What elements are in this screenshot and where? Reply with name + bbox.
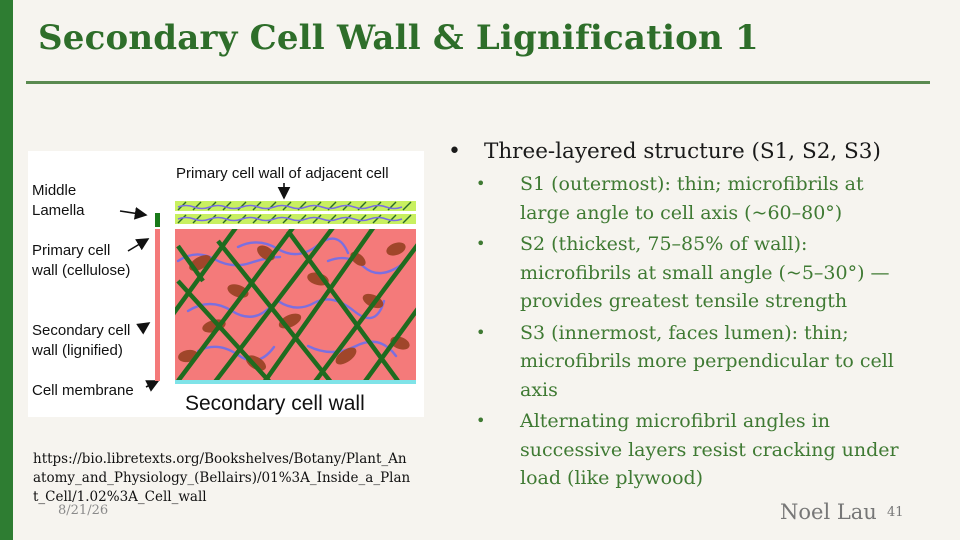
slide-author: Noel Lau <box>780 500 877 524</box>
primary-wall-band <box>175 214 416 224</box>
label-primary-1: Primary cell <box>32 242 110 259</box>
bullet-main-text: Three-layered structure (S1, S2, S3) <box>484 139 881 164</box>
bullet-list: • Three-layered structure (S1, S2, S3) •… <box>448 138 918 496</box>
bullet-dot-icon: • <box>476 322 486 342</box>
cell-membrane-line <box>175 380 416 384</box>
arrow-membrane <box>145 380 160 392</box>
bullet-main: • Three-layered structure (S1, S2, S3) <box>448 138 918 166</box>
label-middle-lamella-1: Middle <box>32 182 76 199</box>
bullet-dot-icon: • <box>448 139 461 164</box>
figure-caption: Secondary cell wall <box>185 392 365 415</box>
label-adjacent-wall: Primary cell wall of adjacent cell <box>176 165 389 182</box>
label-middle-lamella-2: Lamella <box>32 202 85 219</box>
slide-date: 8/21/26 <box>58 503 109 518</box>
cell-wall-diagram: Middle Lamella Primary cell wall (cellul… <box>28 151 424 417</box>
label-cell-membrane: Cell membrane <box>32 382 134 399</box>
arrow-middle-lamella <box>119 206 148 220</box>
label-primary-2: wall (cellulose) <box>31 262 130 279</box>
bullet-dot-icon: • <box>476 174 486 193</box>
adjacent-wall-band <box>175 201 416 211</box>
bullet-dot-icon: • <box>476 411 486 430</box>
label-secondary-1: Secondary cell <box>32 322 130 339</box>
bullet-sub-text: S1 (outermost): thin; microfibrils at la… <box>520 173 864 224</box>
arrow-primary <box>127 238 150 252</box>
bullet-sub-3: • S3 (innermost, faces lumen): thin; mic… <box>448 319 918 405</box>
slide-title: Secondary Cell Wall & Lignification 1 <box>38 18 759 58</box>
strip-secondary-segment <box>155 229 160 381</box>
bullet-sub-4: • Alternating microfibril angles in succ… <box>448 407 918 493</box>
left-accent-bar <box>0 0 13 540</box>
source-url: https://bio.libretexts.org/Bookshelves/B… <box>33 451 411 505</box>
bullet-sub-1: • S1 (outermost): thin; microfibrils at … <box>448 170 918 227</box>
bullet-sub-text: Alternating microfibril angles in succes… <box>520 410 899 489</box>
title-divider <box>26 81 930 84</box>
bullet-sub-2: • S2 (thickest, 75–85% of wall): microfi… <box>448 230 918 316</box>
arrow-secondary <box>136 322 151 335</box>
label-secondary-2: wall (lignified) <box>31 342 123 359</box>
bullet-sub-text: S3 (innermost, faces lumen): thin; micro… <box>520 321 894 401</box>
bullet-dot-icon: • <box>476 234 486 253</box>
slide-page-number: 41 <box>887 505 904 520</box>
bullet-sub-text: S2 (thickest, 75–85% of wall): microfibr… <box>520 233 890 312</box>
strip-primary-segment <box>155 213 160 227</box>
